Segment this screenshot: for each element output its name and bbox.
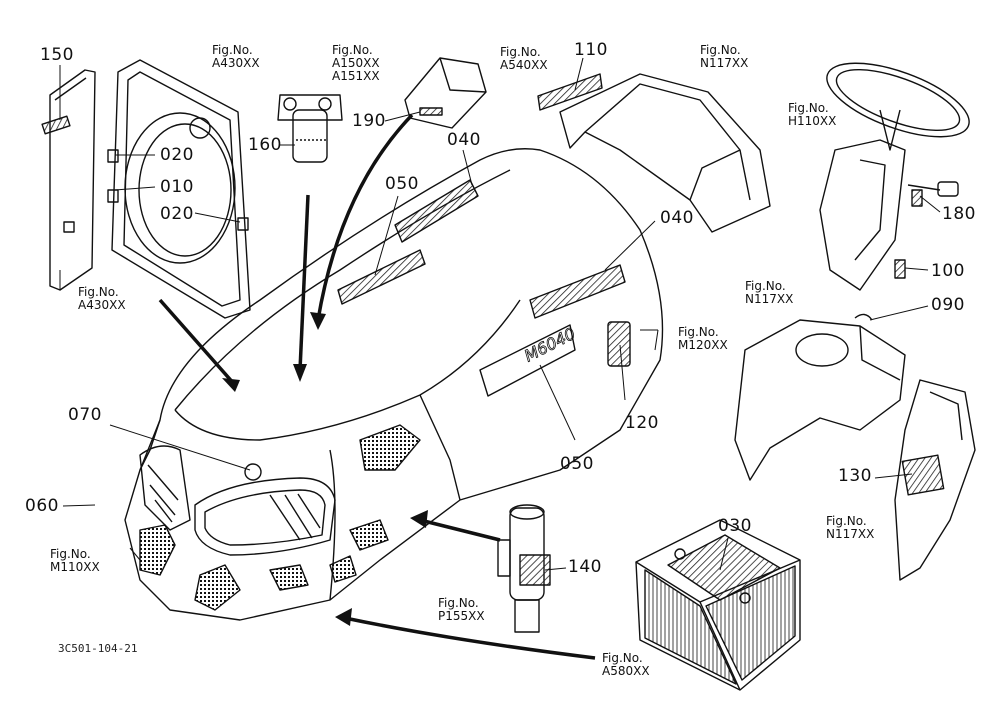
- filter-cartridge-140: [497, 504, 551, 633]
- steering-assembly: [819, 62, 970, 291]
- arrow-heads: [222, 312, 428, 626]
- battery-hold-plate: [404, 57, 487, 129]
- figref-a430-top: Fig.No.A430XX: [212, 43, 260, 70]
- main-hood: M6040: [124, 148, 664, 621]
- callout-070: 070: [68, 405, 102, 425]
- decal-110: [537, 73, 603, 111]
- figref-n117-top: Fig.No.N117XX: [700, 43, 749, 70]
- callout-090: 090: [931, 295, 965, 315]
- callout-180: 180: [942, 204, 976, 224]
- figref-p155: Fig.No.P155XX: [438, 596, 485, 623]
- leader-lines: [59, 57, 941, 571]
- battery: [635, 519, 801, 691]
- callout-120: 120: [625, 413, 659, 433]
- figref-n117-bottom: Fig.No.N117XX: [826, 514, 875, 541]
- callout-130: 130: [838, 466, 872, 486]
- callout-100: 100: [931, 261, 965, 281]
- callout-030: 030: [718, 516, 752, 536]
- hood-badge: M6040: [521, 324, 578, 366]
- callout-050: 050: [385, 174, 419, 194]
- assembly-arrows: [158, 113, 596, 660]
- callout-110: 110: [574, 40, 608, 60]
- radiator-shroud: [107, 59, 251, 319]
- figref-m120: Fig.No.M120XX: [678, 325, 728, 352]
- callout-060: 060: [25, 496, 59, 516]
- radiator-side-panel: [41, 69, 96, 291]
- callout-140: 140: [568, 557, 602, 577]
- callout-010: 010: [160, 177, 194, 197]
- callout-020: 020: [160, 204, 194, 224]
- dash-lower-panel: [734, 313, 906, 481]
- callout-040: 040: [447, 130, 481, 150]
- figref-h110: Fig.No.H110XX: [788, 101, 837, 128]
- callout-150: 150: [40, 45, 74, 65]
- rear-cover-top: [559, 73, 771, 233]
- callout-020: 020: [160, 145, 194, 165]
- fuel-filter: [277, 94, 343, 163]
- figref-a540: Fig.No.A540XX: [500, 45, 548, 72]
- figref-a580: Fig.No.A580XX: [602, 651, 650, 678]
- diagram-code: 3C501-104-21: [58, 642, 138, 655]
- figref-n117-mid: Fig.No.N117XX: [745, 279, 794, 306]
- callout-190: 190: [352, 111, 386, 131]
- figref-a430-bottom: Fig.No.A430XX: [78, 285, 126, 312]
- callout-040: 040: [660, 208, 694, 228]
- figref-m110: Fig.No.M110XX: [50, 547, 100, 574]
- side-step-panel: [894, 379, 976, 581]
- callout-050: 050: [560, 454, 594, 474]
- callout-160: 160: [248, 135, 282, 155]
